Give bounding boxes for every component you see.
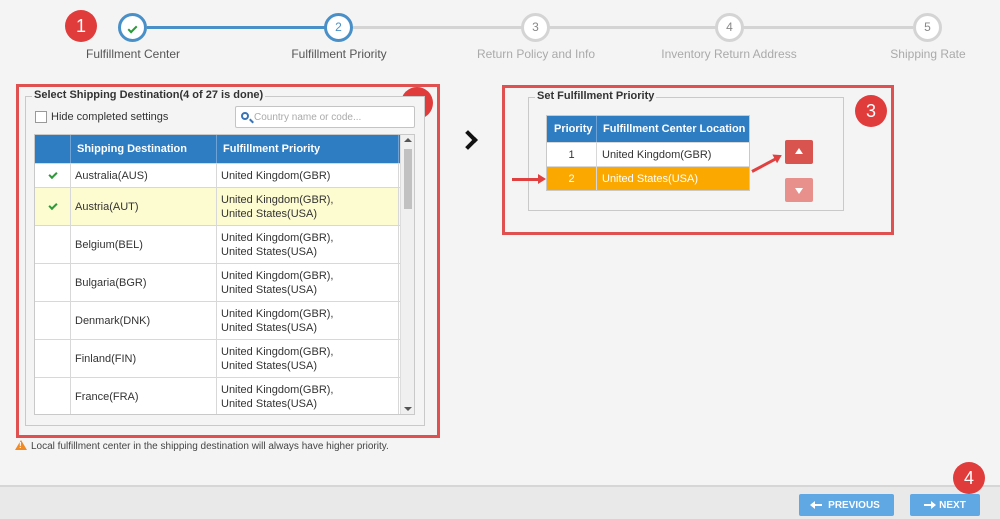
column-header-location: Fulfillment Center Location	[603, 123, 746, 135]
priority-row-location: United Kingdom(GBR)	[602, 148, 712, 161]
callout-badge-4: 4	[953, 462, 985, 494]
table-row[interactable]: France(FRA) United Kingdom(GBR), United …	[35, 377, 414, 414]
step-3-label: Return Policy and Info	[476, 47, 596, 61]
step-3-circle[interactable]: 3	[521, 13, 550, 42]
row-priority: United Kingdom(GBR), United States(USA)	[217, 302, 399, 339]
warning-icon	[15, 440, 27, 450]
arrow-pointer-icon	[512, 174, 546, 184]
scroll-up-icon[interactable]	[404, 138, 412, 142]
row-priority: United Kingdom(GBR), United States(USA)	[217, 264, 399, 301]
table-row[interactable]: Denmark(DNK) United Kingdom(GBR), United…	[35, 301, 414, 339]
row-status	[35, 264, 71, 301]
priority-row[interactable]: 1 United Kingdom(GBR)	[547, 142, 749, 166]
step-connector-done	[147, 26, 325, 29]
step-2-circle[interactable]: 2	[324, 13, 353, 42]
row-status	[35, 164, 71, 187]
table-row[interactable]: Australia(AUS) United Kingdom(GBR)	[35, 163, 414, 187]
arrow-left-icon	[810, 501, 823, 509]
row-destination: Finland(FIN)	[71, 340, 217, 377]
next-button-label: NEXT	[939, 499, 966, 511]
checkmark-icon	[127, 23, 138, 34]
table-row[interactable]: Belgium(BEL) United Kingdom(GBR), United…	[35, 225, 414, 263]
priority-row-rank: 1	[547, 143, 597, 166]
table-row[interactable]: Bulgaria(BGR) United Kingdom(GBR), Unite…	[35, 263, 414, 301]
row-destination: Australia(AUS)	[71, 164, 217, 187]
priority-row-rank: 2	[547, 167, 597, 190]
row-destination: Belgium(BEL)	[71, 226, 217, 263]
row-priority: United Kingdom(GBR), United States(USA)	[217, 188, 399, 225]
previous-button[interactable]: PREVIOUS	[799, 494, 894, 516]
arrow-right-icon	[924, 501, 937, 509]
priority-row-selected[interactable]: 2 United States(USA)	[547, 166, 749, 190]
row-destination: Austria(AUT)	[71, 188, 217, 225]
table-row[interactable]: Austria(AUT) United Kingdom(GBR), United…	[35, 187, 414, 225]
scroll-down-icon[interactable]	[404, 407, 412, 411]
hide-completed-label: Hide completed settings	[51, 111, 169, 123]
search-icon	[241, 112, 249, 120]
row-priority: United Kingdom(GBR), United States(USA)	[217, 378, 399, 414]
move-down-button[interactable]	[785, 178, 813, 202]
column-header-priority: Fulfillment Priority	[217, 135, 399, 163]
checkmark-icon	[47, 200, 58, 210]
row-status	[35, 340, 71, 377]
chevron-right-icon	[458, 130, 478, 150]
step-4-label: Inventory Return Address	[661, 47, 797, 61]
row-priority: United Kingdom(GBR)	[217, 164, 399, 187]
step-1-label: Fulfillment Center	[85, 47, 181, 61]
column-header-priority: Priority	[547, 116, 597, 142]
callout-badge-1: 1	[65, 10, 97, 42]
step-5-label: Shipping Rate	[890, 47, 966, 61]
next-button[interactable]: NEXT	[910, 494, 980, 516]
country-search-input[interactable]	[254, 107, 384, 127]
step-connector-pending	[353, 26, 913, 29]
scroll-thumb[interactable]	[404, 149, 412, 209]
row-status	[35, 378, 71, 414]
step-5-circle[interactable]: 5	[913, 13, 942, 42]
wizard-stepper: 2 3 4 5 Fulfillment Center Fulfillment P…	[0, 0, 1000, 70]
priority-row-location: United States(USA)	[602, 172, 698, 185]
row-status	[35, 188, 71, 225]
destination-panel-title: Select Shipping Destination(4 of 27 is d…	[32, 89, 266, 101]
destination-table: Shipping Destination Fulfillment Priorit…	[34, 134, 415, 415]
priority-panel-title: Set Fulfillment Priority	[535, 90, 657, 102]
move-up-button[interactable]	[785, 140, 813, 164]
row-status	[35, 302, 71, 339]
previous-button-label: PREVIOUS	[828, 499, 880, 511]
priority-note: Local fulfillment center in the shipping…	[31, 441, 389, 452]
destination-table-header: Shipping Destination Fulfillment Priorit…	[35, 135, 414, 163]
destination-highlight-box	[16, 84, 440, 438]
table-row[interactable]: Finland(FIN) United Kingdom(GBR), United…	[35, 339, 414, 377]
step-2-label: Fulfillment Priority	[291, 47, 387, 61]
column-header-destination: Shipping Destination	[71, 135, 217, 163]
status-column-header	[35, 135, 71, 163]
callout-badge-3: 3	[855, 95, 887, 127]
wizard-footer: PREVIOUS NEXT	[0, 485, 1000, 519]
priority-highlight-box	[502, 85, 894, 235]
step-1-circle[interactable]	[118, 13, 147, 42]
row-destination: Bulgaria(BGR)	[71, 264, 217, 301]
step-4-circle[interactable]: 4	[715, 13, 744, 42]
row-destination: Denmark(DNK)	[71, 302, 217, 339]
row-status	[35, 226, 71, 263]
destination-table-scrollbar[interactable]	[400, 135, 414, 414]
country-search-box[interactable]	[235, 106, 415, 128]
priority-table: Priority Fulfillment Center Location 1 U…	[546, 115, 750, 191]
row-priority: United Kingdom(GBR), United States(USA)	[217, 340, 399, 377]
checkmark-icon	[47, 169, 58, 179]
priority-table-header: Priority Fulfillment Center Location	[547, 116, 749, 142]
hide-completed-checkbox[interactable]	[35, 111, 47, 123]
row-destination: France(FRA)	[71, 378, 217, 414]
row-priority: United Kingdom(GBR), United States(USA)	[217, 226, 399, 263]
